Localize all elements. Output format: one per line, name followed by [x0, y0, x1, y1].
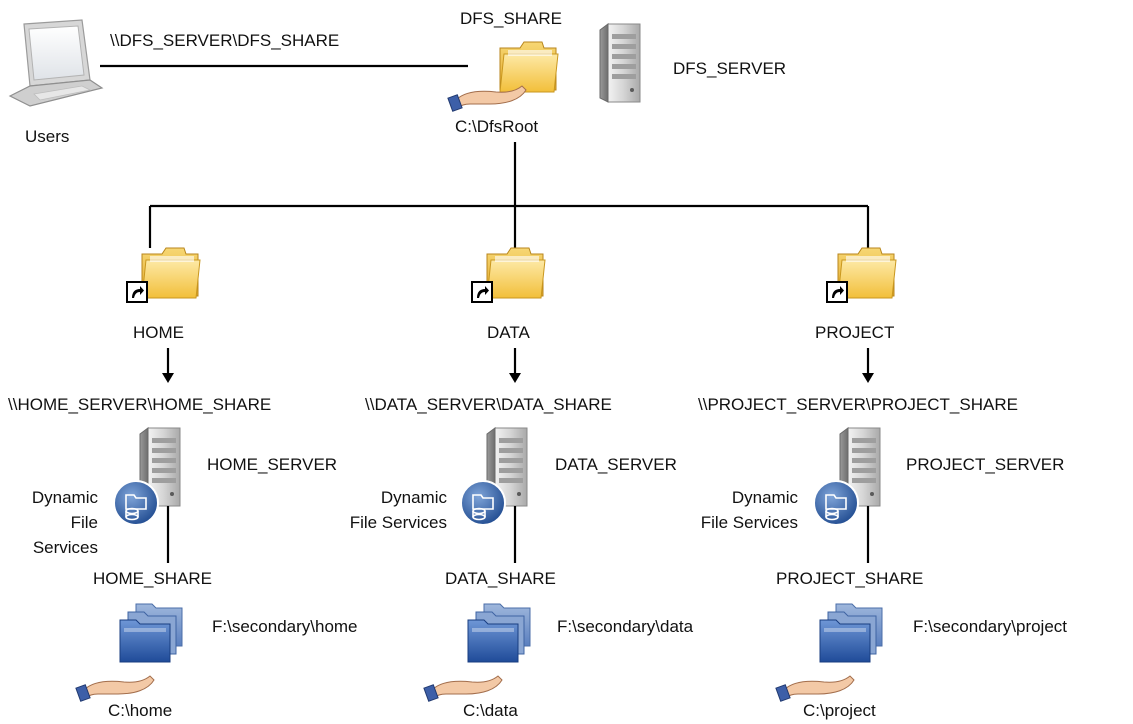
- data-share-folder-icon: [467, 603, 531, 663]
- data-secondary-path: F:\secondary\data: [557, 617, 694, 636]
- data-arrow-head: [509, 373, 521, 383]
- project-service-line-1: Dynamic: [732, 488, 799, 507]
- project-secondary-path: F:\secondary\project: [913, 617, 1067, 636]
- project-unc-target: \\PROJECT_SERVER\PROJECT_SHARE: [698, 395, 1018, 414]
- home-link-folder-icon: [141, 247, 201, 299]
- home-service-line-2: File: [71, 513, 98, 532]
- data-link-folder-icon: [486, 247, 546, 299]
- project-primary-path: C:\project: [803, 701, 876, 720]
- data-primary-path: C:\data: [463, 701, 518, 720]
- home-share-name: HOME_SHARE: [93, 569, 212, 588]
- root-folder-icon: [499, 41, 559, 93]
- branch-project: PROJECT \\PROJECT_SERVER\PROJECT_SHARE P…: [698, 247, 1067, 720]
- dfs-server-label: DFS_SERVER: [673, 59, 786, 78]
- data-link-name: DATA: [487, 323, 530, 342]
- data-share-hand-icon: [423, 675, 503, 702]
- project-service-line-2: File Services: [701, 513, 798, 532]
- data-unc-target: \\DATA_SERVER\DATA_SHARE: [365, 395, 612, 414]
- data-shortcut-icon: [471, 281, 493, 303]
- users-laptop-icon: [8, 19, 104, 107]
- root-share-label: DFS_SHARE: [460, 9, 562, 28]
- data-dfs-badge-icon: [460, 480, 506, 526]
- home-dfs-badge-icon: [113, 480, 159, 526]
- project-dfs-badge-icon: [813, 480, 859, 526]
- data-server-name: DATA_SERVER: [555, 455, 677, 474]
- project-link-name: PROJECT: [815, 323, 894, 342]
- home-share-folder-icon: [119, 603, 183, 663]
- branch-home: HOME \\HOME_SERVER\HOME_SHARE HOME_SERVE…: [8, 247, 358, 720]
- data-service-line-2: File Services: [350, 513, 447, 532]
- dfs-server-icon: [599, 23, 641, 103]
- data-service-line-1: Dynamic: [381, 488, 448, 507]
- project-server-name: PROJECT_SERVER: [906, 455, 1064, 474]
- root-hand-icon: [447, 85, 527, 112]
- home-service-line-3: Services: [33, 538, 98, 557]
- home-arrow-head: [162, 373, 174, 383]
- data-share-name: DATA_SHARE: [445, 569, 556, 588]
- home-shortcut-icon: [126, 281, 148, 303]
- home-link-name: HOME: [133, 323, 184, 342]
- home-server-name: HOME_SERVER: [207, 455, 337, 474]
- home-secondary-path: F:\secondary\home: [212, 617, 358, 636]
- project-share-folder-icon: [819, 603, 883, 663]
- users-label: Users: [25, 127, 69, 146]
- home-service-line-1: Dynamic: [32, 488, 99, 507]
- project-shortcut-icon: [826, 281, 848, 303]
- project-share-hand-icon: [775, 675, 855, 702]
- project-arrow-head: [862, 373, 874, 383]
- home-unc-target: \\HOME_SERVER\HOME_SHARE: [8, 395, 271, 414]
- home-share-hand-icon: [75, 675, 155, 702]
- root-path: C:\DfsRoot: [455, 117, 538, 136]
- project-share-name: PROJECT_SHARE: [776, 569, 923, 588]
- home-primary-path: C:\home: [108, 701, 172, 720]
- root-unc-path: \\DFS_SERVER\DFS_SHARE: [110, 31, 339, 50]
- branch-data: DATA \\DATA_SERVER\DATA_SHARE DATA_SERVE…: [350, 247, 694, 720]
